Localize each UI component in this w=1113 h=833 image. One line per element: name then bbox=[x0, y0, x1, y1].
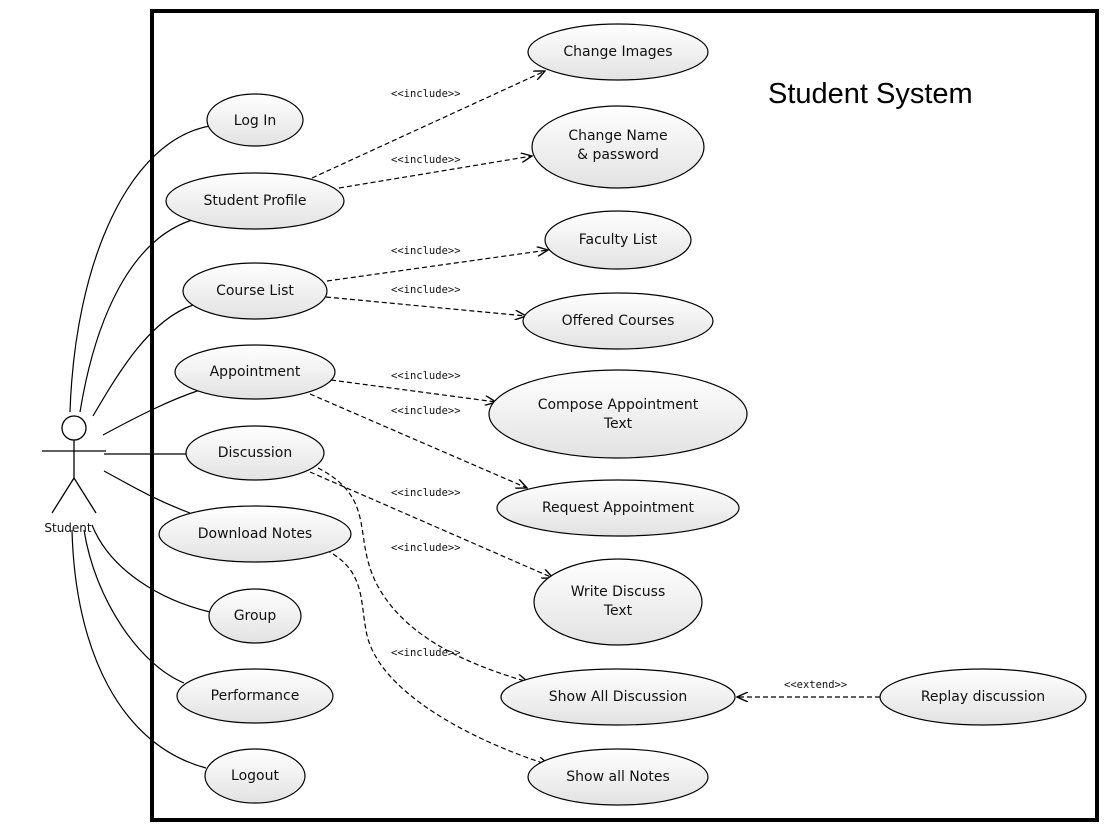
assoc-student-profile bbox=[79, 219, 193, 413]
use-case-discussion[interactable]: Discussion bbox=[185, 425, 325, 481]
use-case-log-in[interactable]: Log In bbox=[206, 93, 304, 147]
svg-text:Logout: Logout bbox=[231, 768, 279, 784]
svg-text:Appointment: Appointment bbox=[210, 364, 301, 380]
svg-text:Text: Text bbox=[603, 416, 633, 432]
label-include-change-images: <<include>> bbox=[391, 88, 461, 100]
use-case-show-all-discussion[interactable]: Show All Discussion bbox=[500, 668, 736, 726]
svg-text:Text: Text bbox=[603, 603, 633, 619]
use-case-student-profile[interactable]: Student Profile bbox=[165, 172, 345, 230]
use-case-write-discuss-text[interactable]: Write Discuss Text bbox=[533, 558, 703, 646]
label-include-offered-courses: <<include>> bbox=[391, 284, 461, 296]
svg-text:Offered Courses: Offered Courses bbox=[562, 313, 675, 329]
assoc-performance bbox=[83, 529, 185, 684]
label-extend-replay: <<extend>> bbox=[784, 679, 847, 691]
svg-text:Log In: Log In bbox=[234, 113, 276, 129]
label-include-change-name: <<include>> bbox=[391, 154, 461, 166]
use-case-faculty-list[interactable]: Faculty List bbox=[544, 210, 692, 270]
assoc-log-in bbox=[69, 125, 211, 413]
svg-text:Show All Discussion: Show All Discussion bbox=[549, 689, 687, 705]
assoc-appointment bbox=[102, 389, 201, 436]
include-change-images bbox=[311, 71, 545, 179]
label-include-request-appointment: <<include>> bbox=[391, 405, 461, 417]
use-case-offered-courses[interactable]: Offered Courses bbox=[522, 292, 714, 350]
assoc-group bbox=[91, 524, 211, 613]
svg-text:Change Name: Change Name bbox=[568, 128, 667, 144]
use-case-course-list[interactable]: Course List bbox=[182, 262, 328, 320]
use-case-performance[interactable]: Performance bbox=[176, 668, 334, 724]
assoc-logout bbox=[71, 529, 207, 769]
label-include-write-discuss: <<include>> bbox=[391, 487, 461, 499]
use-case-replay-discussion[interactable]: Replay discussion bbox=[879, 668, 1087, 726]
include-write-discuss bbox=[309, 471, 553, 578]
include-offered-courses bbox=[325, 296, 526, 316]
associations bbox=[69, 125, 211, 769]
svg-text:Course List: Course List bbox=[216, 283, 294, 299]
use-case-change-images[interactable]: Change Images bbox=[527, 23, 709, 81]
system-boundary bbox=[150, 9, 1099, 822]
use-case-download-notes[interactable]: Download Notes bbox=[158, 505, 352, 563]
svg-text:Group: Group bbox=[234, 608, 277, 624]
include-faculty-list bbox=[326, 250, 548, 282]
svg-text:Change Images: Change Images bbox=[563, 44, 672, 60]
actor-label: Student bbox=[44, 521, 92, 535]
assoc-course-list bbox=[92, 304, 194, 417]
label-include-compose-appointment: <<include>> bbox=[391, 370, 461, 382]
use-case-group[interactable]: Group bbox=[208, 588, 302, 644]
include-show-all-discussion bbox=[317, 467, 528, 682]
label-include-faculty-list: <<include>> bbox=[391, 245, 461, 257]
label-include-show-all-discussion: <<include>> bbox=[391, 542, 461, 554]
include-change-name bbox=[338, 156, 532, 189]
svg-text:Request Appointment: Request Appointment bbox=[542, 500, 695, 516]
system-title: Student System bbox=[768, 78, 973, 110]
svg-text:Discussion: Discussion bbox=[218, 445, 292, 461]
svg-text:Student Profile: Student Profile bbox=[203, 193, 306, 209]
include-compose-appointment bbox=[330, 379, 496, 402]
svg-text:Faculty List: Faculty List bbox=[579, 232, 658, 248]
svg-text:Replay discussion: Replay discussion bbox=[921, 689, 1045, 705]
svg-text:Compose Appointment: Compose Appointment bbox=[538, 397, 699, 413]
svg-text:Download Notes: Download Notes bbox=[198, 526, 312, 542]
use-case-compose-appointment-text[interactable]: Compose Appointment Text bbox=[488, 369, 748, 459]
svg-text:Performance: Performance bbox=[211, 688, 300, 704]
svg-text:Show all Notes: Show all Notes bbox=[566, 769, 669, 785]
actor-student bbox=[42, 415, 106, 514]
label-include-show-all-notes: <<include>> bbox=[391, 647, 461, 659]
use-case-change-name-password[interactable]: Change Name & password bbox=[531, 105, 705, 189]
use-case-request-appointment[interactable]: Request Appointment bbox=[496, 479, 740, 537]
assoc-download-notes bbox=[103, 470, 191, 514]
svg-text:Write Discuss: Write Discuss bbox=[571, 584, 666, 600]
use-case-show-all-notes[interactable]: Show all Notes bbox=[527, 748, 709, 806]
use-case-appointment[interactable]: Appointment bbox=[174, 344, 336, 400]
dependencies bbox=[309, 71, 880, 765]
use-case-logout[interactable]: Logout bbox=[204, 748, 306, 804]
svg-text:& password: & password bbox=[577, 147, 659, 163]
